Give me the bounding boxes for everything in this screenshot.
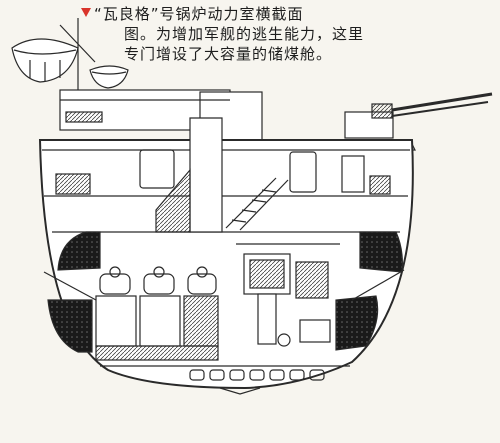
boiler-group	[95, 266, 219, 361]
vent-trunk	[189, 117, 223, 233]
superstructure	[59, 89, 263, 143]
vent-shading	[155, 168, 191, 233]
porthole-left	[139, 149, 175, 189]
double-bottom	[100, 365, 350, 395]
coal-bunker-lower-right	[335, 295, 379, 351]
lifeboat-left	[11, 38, 79, 83]
caption-line-3: 专门增设了大容量的储煤舱。	[124, 45, 333, 63]
coal-bunker-lower-left	[47, 299, 93, 353]
bunk-left	[55, 173, 91, 195]
coal-bunker-right	[359, 231, 403, 273]
ladder	[225, 177, 289, 231]
bunk-right	[369, 175, 391, 195]
engine-machinery	[236, 243, 340, 347]
caption-line-2: 图。为增加军舰的逃生能力，这里	[124, 25, 365, 43]
caption-line-1: “瓦良格”号锅炉动力室横截面	[94, 5, 304, 23]
locker-right	[341, 155, 365, 193]
armor-line-left	[43, 271, 97, 301]
porthole-right	[289, 151, 317, 193]
figure-caption: “瓦良格”号锅炉动力室横截面 图。为增加军舰的逃生能力，这里 专门增设了大容量的…	[81, 4, 394, 64]
lifeboat-right	[89, 65, 129, 89]
coal-bunker-left	[57, 231, 101, 271]
armor-line-right	[351, 269, 405, 301]
caption-marker-icon	[81, 8, 91, 17]
